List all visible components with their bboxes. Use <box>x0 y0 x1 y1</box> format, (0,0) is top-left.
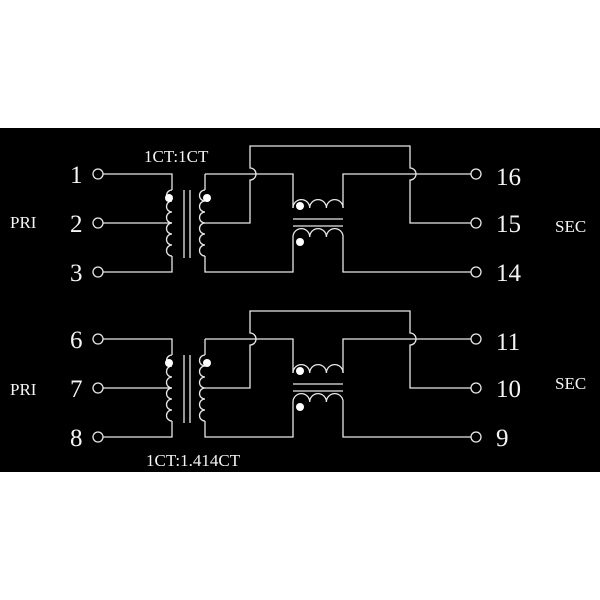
choke-core <box>293 218 343 227</box>
pin-terminal <box>470 266 482 278</box>
pin-number: 1 <box>70 162 83 189</box>
transformer-section-bottom: 1CT:1.414CT PRI SEC 6 7 8 11 10 9 <box>10 310 586 470</box>
wire-pin-bottom <box>103 421 173 438</box>
wire-pin-top <box>103 173 173 190</box>
transformer-core <box>183 355 191 423</box>
choke-coil-top <box>292 364 344 374</box>
pin-terminal <box>470 333 482 345</box>
pin-number: 16 <box>496 164 521 191</box>
center-tap-wire <box>205 310 471 389</box>
pin-terminal <box>92 333 104 345</box>
wire-pin-top <box>103 338 173 355</box>
polarity-dot <box>203 359 211 367</box>
pin-number: 6 <box>70 327 83 354</box>
secondary-label: SEC <box>555 374 586 393</box>
polarity-dot <box>296 403 304 411</box>
wire-to-pin-top-right <box>342 173 471 208</box>
polarity-dot <box>296 367 304 375</box>
wire-to-pin-bottom-right <box>342 402 471 438</box>
pin-terminal <box>470 382 482 394</box>
pin-terminal <box>92 266 104 278</box>
choke-coil-bottom <box>292 228 344 238</box>
center-tap-wire <box>205 145 471 224</box>
wire-to-choke-bottom <box>204 409 294 438</box>
wire-pin-bottom <box>103 256 173 273</box>
wire-to-pin-bottom-right <box>342 237 471 273</box>
pin-terminal <box>92 382 104 394</box>
pin-number: 10 <box>496 376 521 403</box>
pin-terminal <box>92 431 104 443</box>
transformer-section-top: 1CT:1CT PRI SEC 1 2 3 16 15 14 <box>10 145 586 287</box>
pin-number: 3 <box>70 260 83 287</box>
pin-number: 9 <box>496 425 509 452</box>
pin-terminal <box>470 168 482 180</box>
schematic-background <box>0 128 600 472</box>
pin-terminal <box>92 168 104 180</box>
pin-terminal <box>470 431 482 443</box>
polarity-dot <box>203 194 211 202</box>
polarity-dot <box>296 238 304 246</box>
choke-coil-top <box>292 199 344 209</box>
pin-number: 7 <box>70 376 83 403</box>
primary-coil <box>165 354 173 422</box>
polarity-dot <box>165 194 173 202</box>
pin-number: 11 <box>496 329 520 356</box>
pin-number: 15 <box>496 211 521 238</box>
polarity-dot <box>165 359 173 367</box>
transformer-core <box>183 190 191 258</box>
turns-ratio-label: 1CT:1CT <box>144 147 209 166</box>
primary-label: PRI <box>10 213 37 232</box>
pin-terminal <box>470 217 482 229</box>
pin-terminal <box>92 217 104 229</box>
primary-label: PRI <box>10 380 37 399</box>
choke-core <box>293 383 343 392</box>
secondary-label: SEC <box>555 217 586 236</box>
wire-to-choke-top <box>205 173 294 208</box>
pin-number: 14 <box>496 260 522 287</box>
pin-number: 2 <box>70 211 83 238</box>
turns-ratio-label: 1CT:1.414CT <box>146 451 241 470</box>
wire-to-choke-bottom <box>204 244 294 273</box>
choke-coil-bottom <box>292 393 344 403</box>
primary-coil <box>165 189 173 257</box>
pin-number: 8 <box>70 425 83 452</box>
polarity-dot <box>296 202 304 210</box>
wire-to-choke-top <box>205 338 294 373</box>
wire-to-pin-top-right <box>342 338 471 373</box>
